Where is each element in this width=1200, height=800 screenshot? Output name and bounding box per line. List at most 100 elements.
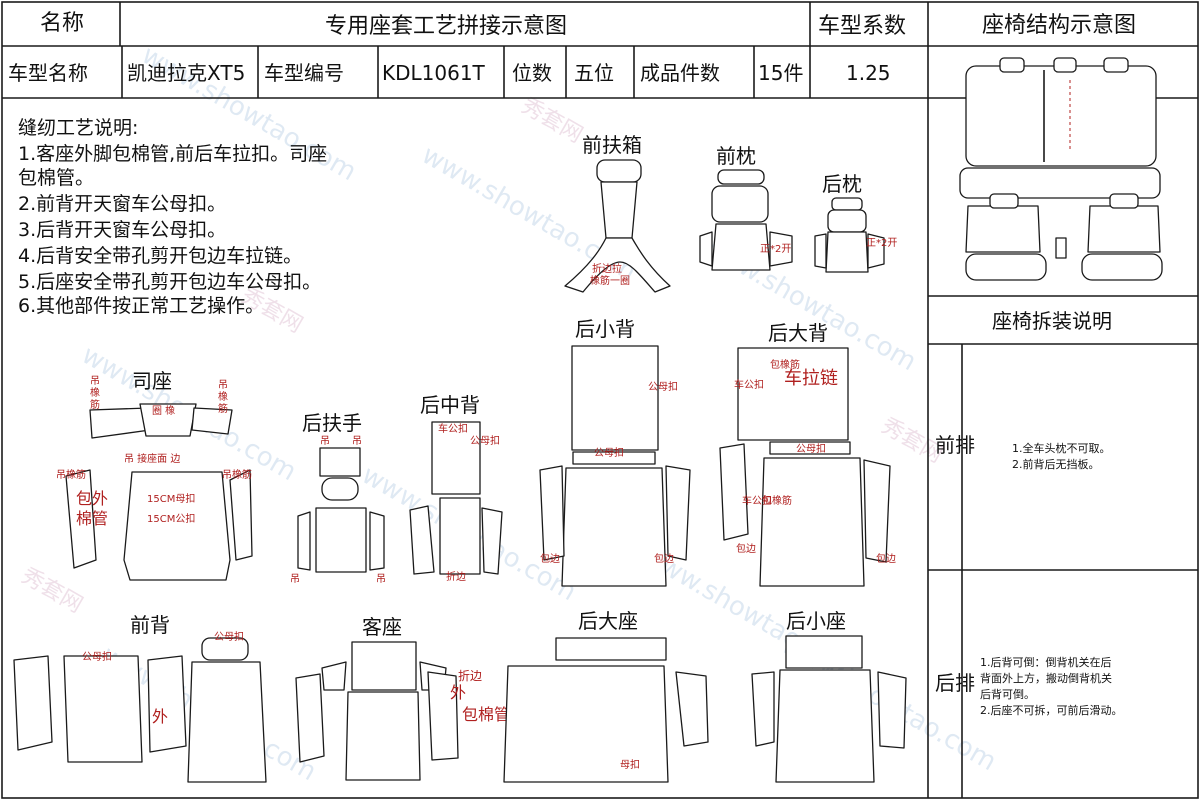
pattern-piece [123,471,231,581]
frontback-label: 外 [152,707,168,726]
smallback-label: 公母扣 [648,380,678,393]
pattern-piece [751,671,775,747]
rear-headrest-group: 后枕 正*2开 [814,172,897,273]
model-name-label: 车型名称 [8,61,88,85]
rear-small-back-group: 后小背 公母扣 公母扣 包边 包边 [539,317,691,587]
pattern-piece [409,505,435,575]
frontback-label: 公母扣 [214,630,244,643]
pattern-piece [769,441,851,455]
name-label: 名称 [40,11,84,36]
pattern-piece [596,159,642,183]
part-title: 后大座 [578,609,638,633]
front-seat-back [965,205,1041,253]
pattern-piece [759,457,865,587]
pattern-piece [814,233,827,269]
model-no-label: 车型编号 [264,61,344,85]
headrest-label: 正*2开 [866,238,897,249]
rear-note: 1.后背可倒：倒背机关在后 [980,655,1112,669]
pattern-piece [717,169,765,185]
part-title: 前背 [130,613,170,637]
front-note: 2.前背后无挡板。 [1012,457,1100,471]
watermark-brand: 秀套网 [517,94,587,149]
pattern-piece [427,671,459,761]
note-line: 6.其他部件按正常工艺操作。 [18,295,264,317]
pieces-value: 15件 [758,61,803,85]
model-name: 凯迪拉克XT5 [127,61,245,85]
pattern-piece [699,231,713,267]
rear-big-seat-group: 后大座 母扣 [503,609,709,783]
pattern-piece [187,661,267,783]
pattern-piece [769,231,793,267]
bigback-label: 车拉链 [784,368,838,389]
model-no: KDL1061T [382,61,486,85]
pattern-piece [711,223,771,271]
note-line: 1.客座外脚包棉管,前后车拉扣。司座 [18,143,327,165]
front-armrest-group: 前扶箱 折边拉 橡筋一圈 [564,133,671,293]
watermark-brand: 秀套网 [17,564,87,619]
rear-bench-seat [959,167,1161,199]
front-headrest-group: 前枕 正*2开 [699,144,793,271]
driver-label: 包外 [76,489,108,508]
driver-seat-group: 司座 吊 橡 筋 吊 橡 筋 圈 橡 吊 接座面 边 吊橡筋 吊橡筋 包外 棉管… [56,369,253,581]
pattern-piece [63,655,143,763]
bigback-label: 公母扣 [796,442,826,455]
pattern-piece [297,511,311,571]
pattern-piece [319,447,361,477]
midback-label: 折边 [446,570,466,583]
note-line: 4.后背安全带孔剪开包边车拉链。 [18,245,302,267]
pattern-piece [229,469,253,561]
driver-label: 筋 [218,402,228,415]
pattern-piece [785,635,863,669]
pattern-piece [539,465,565,561]
headrest [1053,57,1077,73]
pattern-piece [201,637,249,661]
pattern-piece [719,443,749,541]
pattern-piece [369,511,385,571]
rear-armrest-group: 后扶手 吊 吊 吊 吊 [290,411,386,585]
pattern-piece [825,231,869,273]
pattern-piece [555,637,667,661]
driver-label: 筋 [90,398,100,411]
sheet-title: 专用座套工艺拼接示意图 [325,14,567,39]
pieces-label: 成品件数 [640,61,720,85]
front-seat-cushion [965,253,1047,281]
notes-title: 缝纫工艺说明: [18,117,138,139]
passenger-label: 折边 [458,668,482,683]
pattern-piece [321,477,359,501]
part-title: 前扶箱 [582,133,642,157]
seats-label: 位数 [512,61,552,85]
part-title: 后小座 [786,609,846,633]
pattern-piece [572,451,656,465]
seats-value: 五位 [574,61,614,85]
pattern-piece [564,237,671,293]
part-title: 后枕 [822,172,862,196]
headrest-label: 正*2开 [760,244,791,255]
headrest [1103,57,1129,73]
headrest [999,57,1025,73]
pattern-piece [321,661,347,691]
armrest-label: 吊 [290,573,300,585]
rear-mid-back-group: 后中背 车公扣 公母扣 折边 [409,393,503,583]
pattern-piece [65,469,97,569]
bigback-label: 车公扣 [742,494,772,507]
passenger-seat-group: 客座 折边 外 包棉管 [295,615,510,781]
headrest [1109,193,1139,209]
bigback-label: 包橡筋 [762,494,792,507]
pattern-piece [827,209,867,233]
pattern-piece [877,671,907,749]
part-title: 司座 [132,369,172,393]
pattern-piece [315,507,367,573]
pattern-piece [737,347,849,441]
front-note: 1.全车头枕不可取。 [1012,441,1111,455]
pattern-piece [571,345,659,451]
bigback-label: 包边 [876,552,896,565]
coef-value: 1.25 [846,61,891,85]
driver-label: 15CM公扣 [147,512,195,525]
part-title: 后大背 [768,321,828,345]
armrest-box [1055,237,1067,259]
pattern-piece [191,407,233,435]
pattern-piece [481,507,503,575]
front-back-group: 前背 公母扣 公母扣 外 [13,613,267,783]
driver-label: 吊 接座面 边 [124,452,180,465]
